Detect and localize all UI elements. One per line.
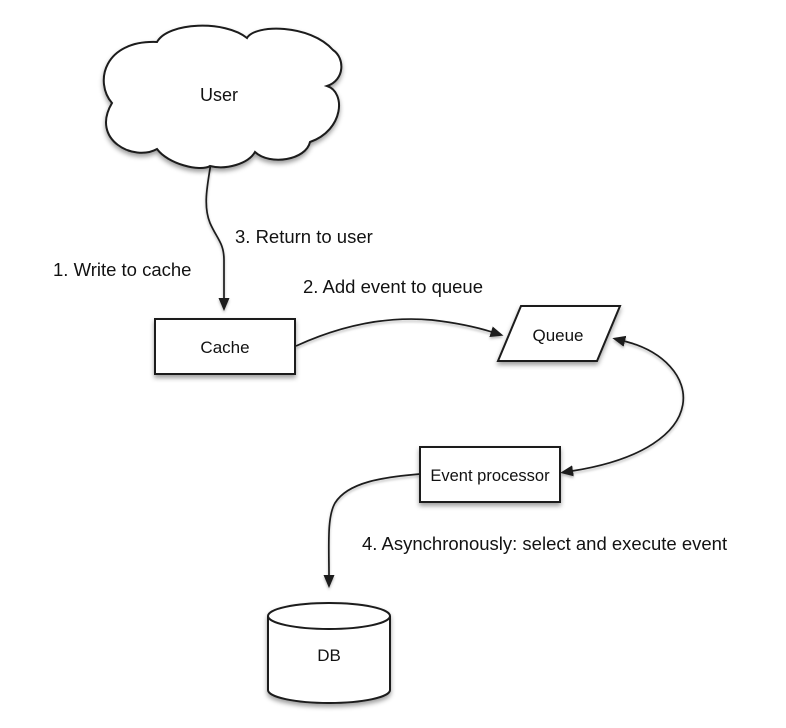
user-label: User bbox=[200, 85, 238, 105]
db-label: DB bbox=[317, 646, 341, 665]
connector-event-processor-to-db bbox=[323, 473, 421, 588]
db-cylinder-shape bbox=[267, 602, 391, 704]
connector-queue-event-processor bbox=[560, 335, 685, 477]
queue-label: Queue bbox=[532, 326, 583, 345]
connector-cache-to-queue bbox=[295, 318, 504, 347]
event-processor-label: Event processor bbox=[430, 467, 550, 485]
cache-label: Cache bbox=[200, 338, 249, 357]
cache-box-shape bbox=[154, 318, 296, 375]
annotation-step1: 1. Write to cache bbox=[53, 259, 191, 280]
user-cloud-shape bbox=[102, 24, 343, 169]
event-processor-box-shape bbox=[419, 446, 561, 503]
annotation-step2: 2. Add event to queue bbox=[303, 276, 483, 297]
db-cylinder-top bbox=[267, 602, 391, 630]
queue-parallelogram-shape bbox=[496, 305, 622, 362]
annotation-step3: 3. Return to user bbox=[235, 226, 373, 247]
annotation-step4: 4. Asynchronously: select and execute ev… bbox=[362, 533, 727, 554]
connector-user-to-cache bbox=[205, 156, 230, 311]
db-cylinder-body bbox=[267, 616, 391, 704]
connectors bbox=[205, 156, 685, 588]
